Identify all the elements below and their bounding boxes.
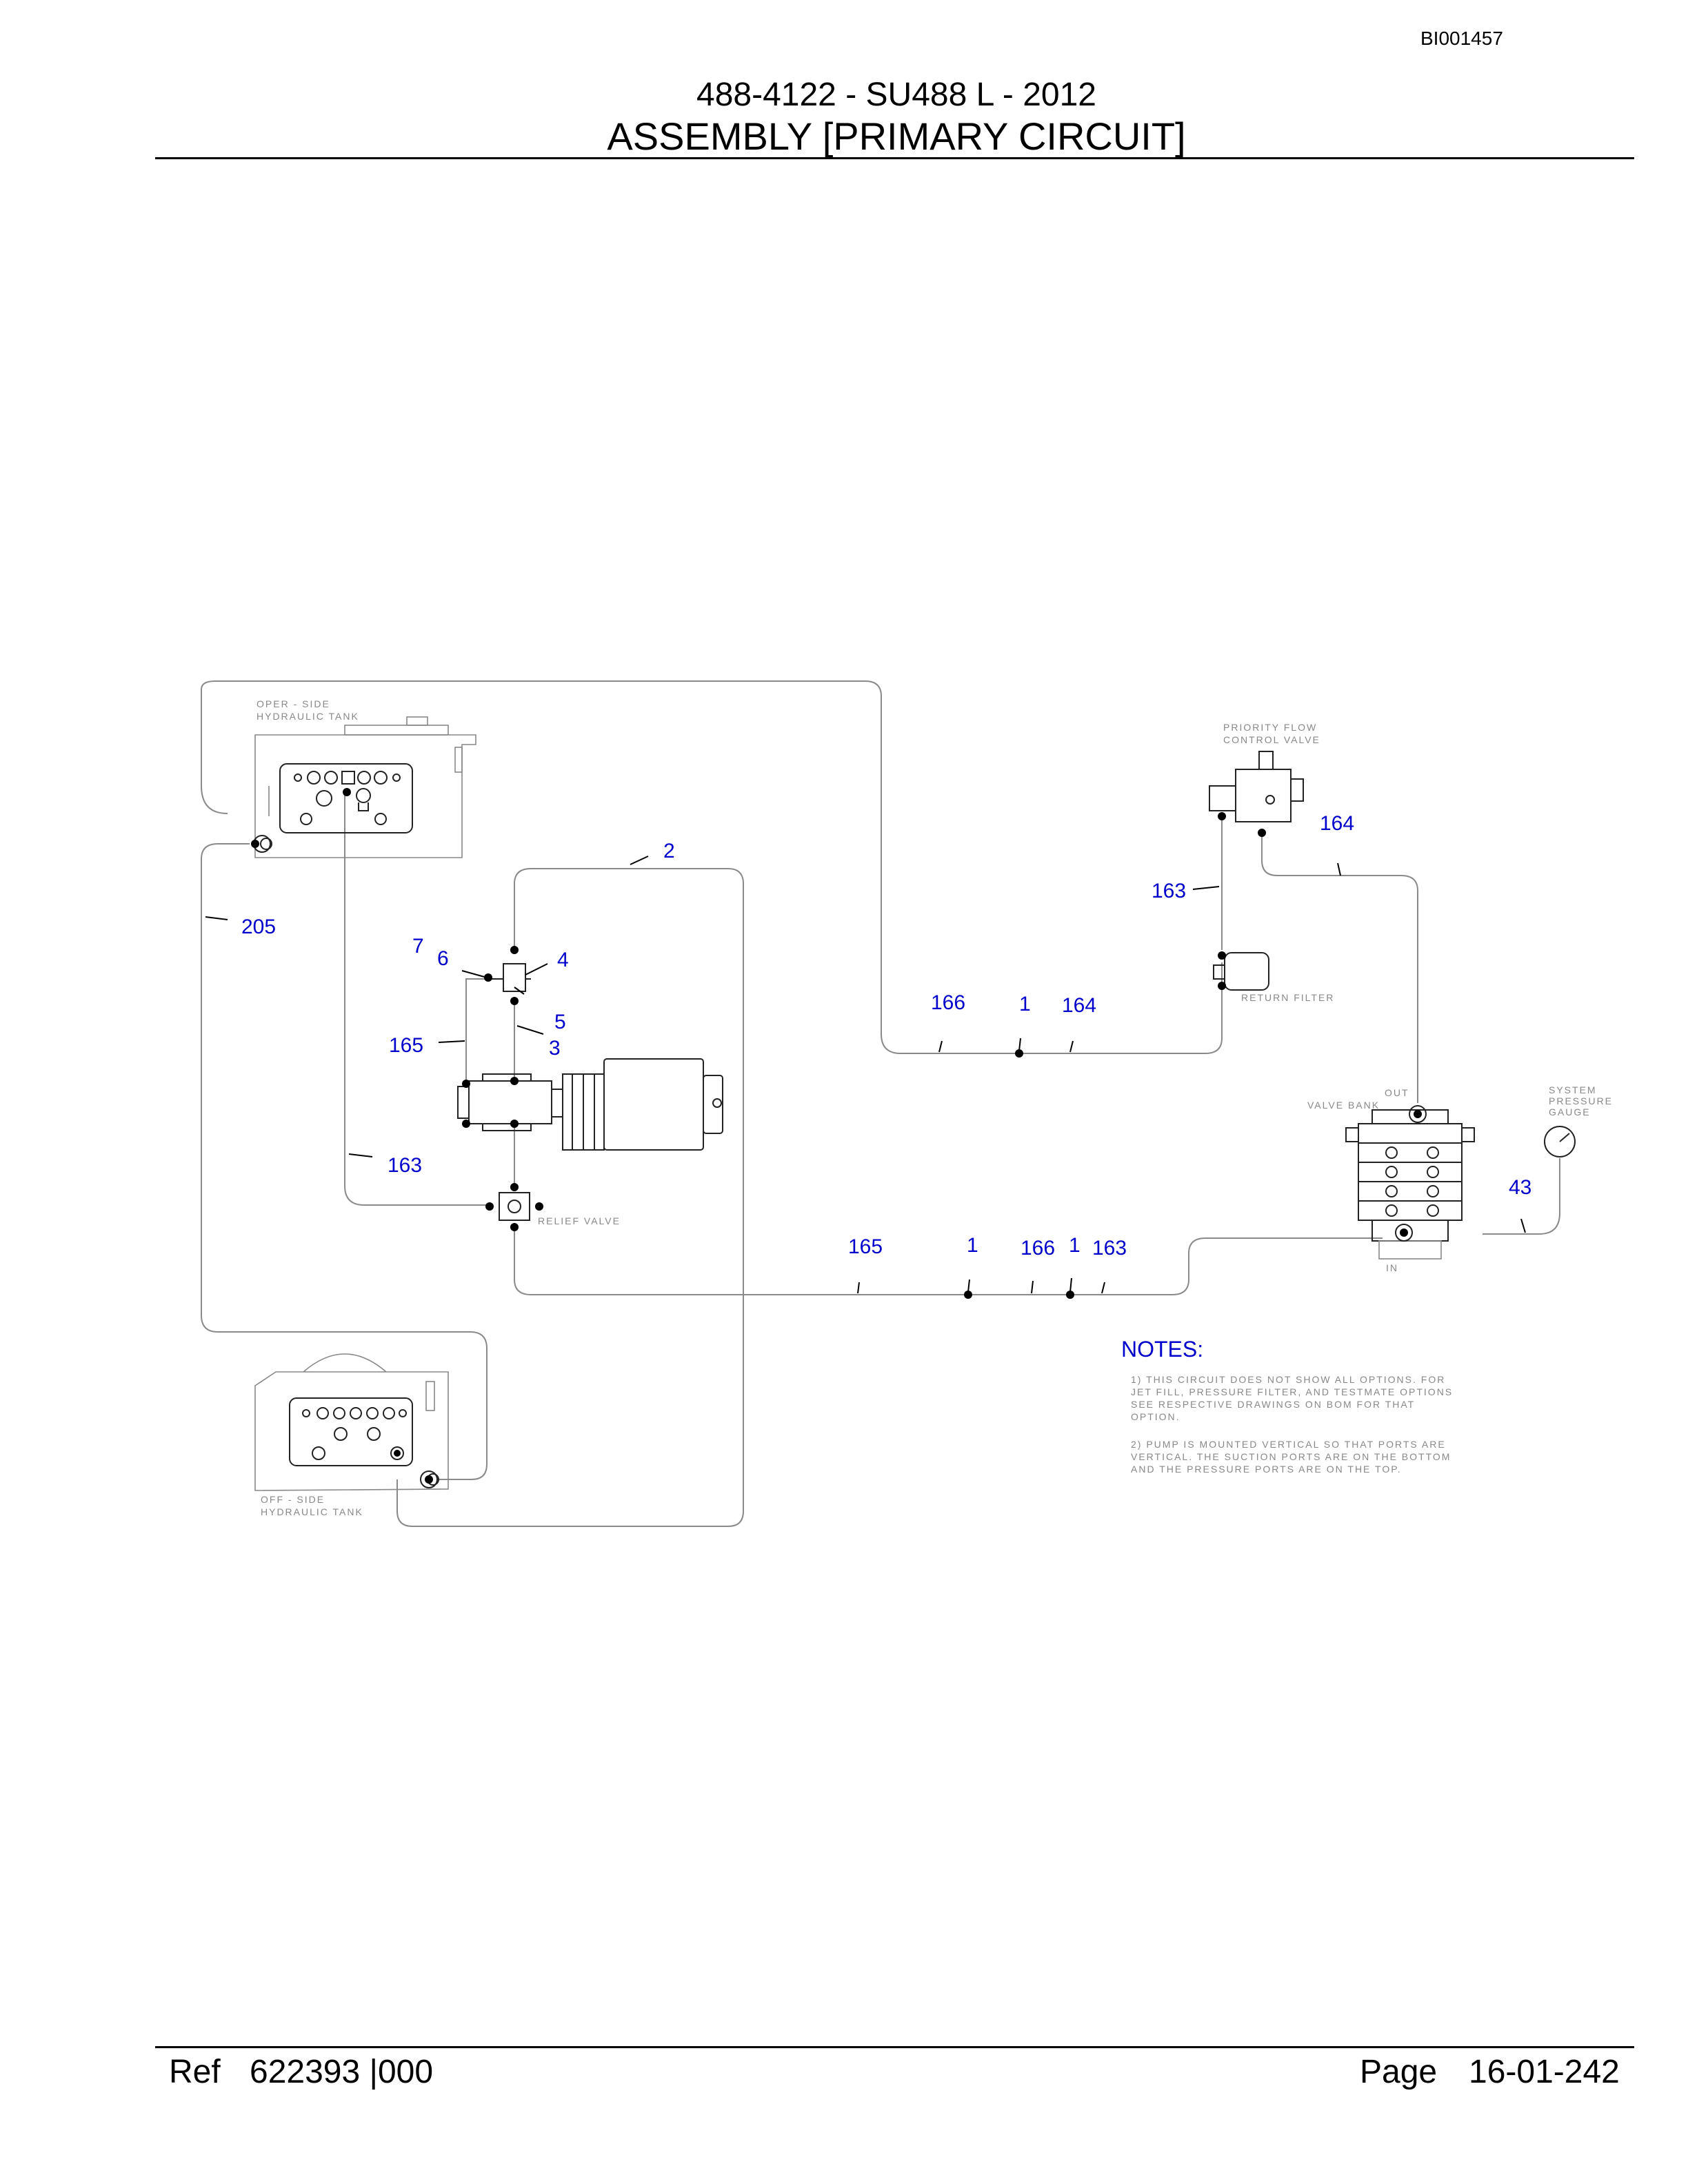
priority-flow-control-valve: PRIORITY FLOW CONTROL VALVE (1209, 722, 1320, 837)
footer-ref-label: Ref (169, 2054, 221, 2090)
hydraulic-pump (457, 1058, 723, 1151)
document-code: BI001457 (1420, 28, 1503, 49)
note-line: 1) THIS CIRCUIT DOES NOT SHOW ALL OPTION… (1131, 1374, 1445, 1385)
callout-164-right: 164 (1320, 812, 1354, 835)
priority-valve-label-line2: CONTROL VALVE (1223, 734, 1320, 745)
hose-oper-tank-return (201, 680, 1223, 1054)
callout-166-top: 166 (931, 991, 965, 1014)
footer-page-value: 16-01-242 (1469, 2054, 1620, 2090)
hose-165-left (465, 978, 488, 1084)
callout-43: 43 (1509, 1176, 1531, 1199)
off-side-hydraulic-tank: OFF - SIDE HYDRAULIC TANK (254, 1353, 449, 1517)
valve-bank-out-label: OUT (1385, 1087, 1409, 1098)
note-line: OPTION. (1131, 1411, 1180, 1422)
callout-3: 3 (549, 1037, 561, 1060)
callout-5: 5 (554, 1011, 566, 1033)
callout-1-top: 1 (1019, 993, 1031, 1015)
hose-164-right (1261, 833, 1418, 1103)
header-rule (155, 157, 1634, 159)
system-pressure-gauge: SYSTEM PRESSURE GAUGE (1544, 1084, 1613, 1157)
oper-tank-label-line2: HYDRAULIC TANK (257, 711, 359, 722)
hose-163-relief (344, 793, 490, 1206)
note-line: SEE RESPECTIVE DRAWINGS ON BOM FOR THAT (1131, 1399, 1415, 1410)
callout-numbers: 205 2 7 6 4 5 3 165 163 166 1 164 163 16… (241, 812, 1531, 1260)
hose-lines (201, 680, 1560, 1527)
gauge-label-line1: SYSTEM (1549, 1084, 1597, 1095)
callout-165-left: 165 (389, 1034, 423, 1057)
gauge-label-line2: PRESSURE (1549, 1095, 1613, 1106)
page-title-assembly: ASSEMBLY [PRIMARY CIRCUIT] (607, 114, 1186, 158)
valve-bank: VALVE BANK OUT IN (1307, 1087, 1475, 1273)
footer-page-label: Page (1360, 2054, 1438, 2090)
valve-bank-label: VALVE BANK (1307, 1100, 1380, 1111)
callout-6: 6 (437, 947, 449, 970)
relief-valve: RELIEF VALVE (485, 1183, 621, 1231)
notes-block: NOTES: 1) THIS CIRCUIT DOES NOT SHOW ALL… (1121, 1337, 1453, 1475)
callout-163-left: 163 (388, 1154, 422, 1177)
hose-bottom-main (514, 1223, 1383, 1295)
oper-tank-label-line1: OPER - SIDE (257, 698, 330, 709)
callout-7: 7 (412, 935, 424, 958)
hose-205-suction (201, 843, 488, 1480)
note-line: AND THE PRESSURE PORTS ARE ON THE TOP. (1131, 1464, 1402, 1475)
oper-side-hydraulic-tank: OPER - SIDE HYDRAULIC TANK (251, 698, 476, 858)
footer-rule (155, 2046, 1634, 2048)
gauge-label-line3: GAUGE (1549, 1106, 1591, 1118)
notes-title: NOTES: (1121, 1337, 1203, 1362)
priority-valve-label-line1: PRIORITY FLOW (1223, 722, 1317, 733)
callout-2: 2 (663, 840, 675, 862)
tee-fitting (484, 946, 531, 1005)
callout-163-right: 163 (1152, 880, 1186, 902)
off-tank-label-line2: HYDRAULIC TANK (261, 1506, 363, 1517)
callout-1-bottom-b: 1 (1069, 1234, 1081, 1257)
relief-valve-label: RELIEF VALVE (538, 1215, 621, 1226)
callout-163-bottom: 163 (1092, 1237, 1127, 1260)
line-markers (964, 1049, 1074, 1299)
note-line: 2) PUMP IS MOUNTED VERTICAL SO THAT PORT… (1131, 1439, 1446, 1450)
page-title-model: 488-4122 - SU488 L - 2012 (696, 77, 1096, 113)
callout-205: 205 (241, 916, 276, 938)
hose-43-gauge (1483, 1158, 1560, 1235)
callout-1-bottom-a: 1 (967, 1234, 978, 1257)
callout-leaders (205, 856, 1526, 1294)
callout-4: 4 (557, 949, 569, 971)
note-line: JET FILL, PRESSURE FILTER, AND TESTMATE … (1131, 1386, 1453, 1397)
footer-ref-value: 622393 |000 (250, 2054, 434, 2090)
valve-bank-in-label: IN (1386, 1262, 1398, 1273)
callout-164-top: 164 (1062, 994, 1096, 1017)
note-line: VERTICAL. THE SUCTION PORTS ARE ON THE B… (1131, 1451, 1451, 1462)
callout-165-bottom: 165 (848, 1235, 883, 1258)
off-tank-label-line1: OFF - SIDE (261, 1494, 325, 1505)
callout-166-bottom: 166 (1021, 1237, 1055, 1260)
return-filter-label: RETURN FILTER (1241, 992, 1334, 1003)
return-filter: RETURN FILTER (1213, 951, 1334, 1003)
hose-2-loop (396, 868, 744, 1527)
